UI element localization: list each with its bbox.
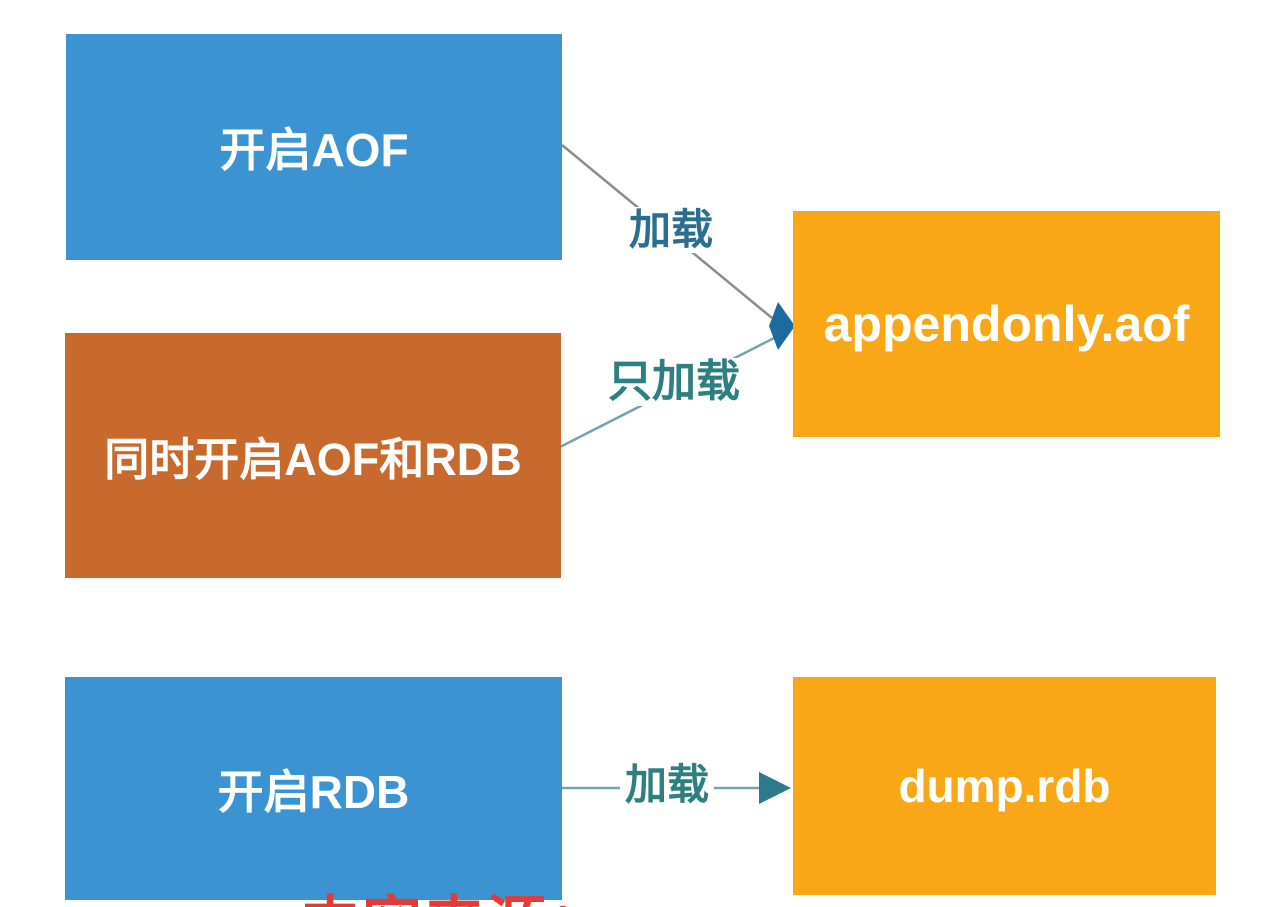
node-dump-label: dump.rdb [898, 760, 1111, 812]
arrowhead-appendonly-icon [769, 302, 795, 350]
edge-label-load-aof: 加载 [624, 206, 719, 254]
node-enable-aof: 开启AOF [66, 34, 562, 260]
edge-label-load-only: 只加载 [603, 357, 745, 407]
watermark-text: 内容来源：www.xxxxx.com [300, 876, 1097, 907]
node-appendonly-label: appendonly.aof [823, 296, 1190, 352]
node-appendonly-aof-file: appendonly.aof [793, 211, 1220, 437]
node-dump-rdb-file: dump.rdb [793, 677, 1216, 895]
node-enable-aof-label: 开启AOF [219, 124, 409, 176]
node-enable-rdb: 开启RDB [65, 677, 562, 900]
node-enable-both-label: 同时开启AOF和RDB [104, 434, 522, 485]
arrowhead-dump-icon [759, 772, 791, 804]
node-enable-rdb-label: 开启RDB [217, 765, 410, 818]
edge-label-load-rdb: 加载 [620, 761, 715, 809]
node-enable-both-aof-rdb: 同时开启AOF和RDB [65, 333, 561, 578]
